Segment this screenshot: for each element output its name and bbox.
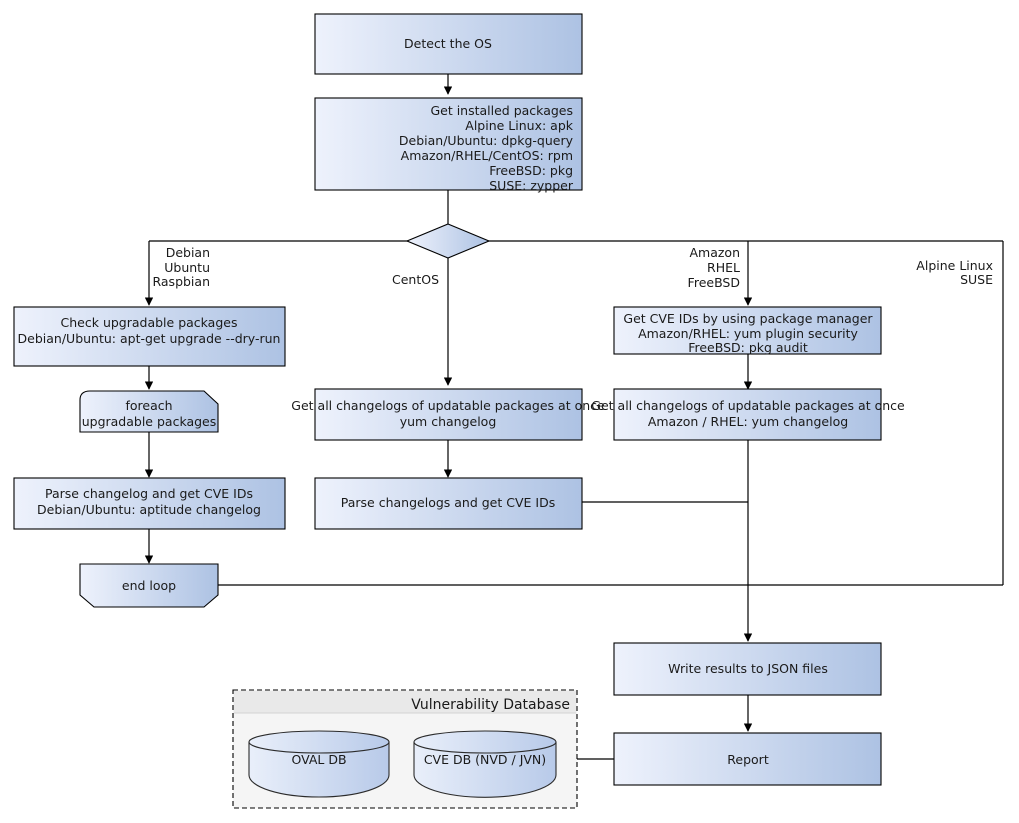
db-cve[interactable]: CVE DB (NVD / JVN): [413, 730, 557, 798]
node-report-label: Report: [727, 752, 769, 767]
node-check-upgradable-line-2: Debian/Ubuntu: apt-get upgrade --dry-run: [18, 331, 281, 346]
node-get-cve-ids-line-3: FreeBSD: pkg audit: [688, 340, 808, 355]
edge-label-debian-line-3: Raspbian: [152, 274, 210, 289]
node-check-upgradable-packages[interactable]: Check upgradable packages Debian/Ubuntu:…: [13, 306, 286, 367]
node-parse-changelogs-centos[interactable]: Parse changelogs and get CVE IDs: [314, 477, 583, 530]
node-changelogs-amazon[interactable]: Get all changelogs of updatable packages…: [591, 388, 905, 441]
edge-label-debian: Debian Ubuntu Raspbian: [152, 245, 210, 289]
group-vulnerability-database: Vulnerability Database OVAL DB CVE DB (N…: [232, 689, 578, 809]
node-get-installed-packages-line-2: Alpine Linux: apk: [465, 118, 573, 133]
node-end-loop-label: end loop: [122, 578, 176, 593]
edge-label-centos-line-1: CentOS: [392, 272, 439, 287]
group-title-band: [234, 691, 576, 713]
node-changelogs-centos-line-2: yum changelog: [400, 414, 497, 429]
node-changelogs-amazon-line-2: Amazon / RHEL: yum changelog: [648, 414, 848, 429]
node-get-installed-packages-line-4: Amazon/RHEL/CentOS: rpm: [401, 148, 573, 163]
node-get-cve-ids-line-2: Amazon/RHEL: yum plugin security: [638, 326, 858, 341]
node-foreach-line-1: foreach: [125, 398, 172, 413]
edge-label-amazon-line-2: RHEL: [707, 260, 740, 275]
db-oval-label: OVAL DB: [291, 752, 346, 767]
edge-label-debian-line-2: Ubuntu: [164, 260, 210, 275]
node-changelogs-centos-line-1: Get all changelogs of updatable packages…: [291, 398, 605, 413]
db-cve-label: CVE DB (NVD / JVN): [424, 752, 546, 767]
node-get-installed-packages-line-3: Debian/Ubuntu: dpkg-query: [399, 133, 574, 148]
db-oval[interactable]: OVAL DB: [248, 730, 390, 798]
edges: [144, 74, 1004, 760]
node-get-installed-packages-line-5: FreeBSD: pkg: [489, 163, 573, 178]
node-detect-the-os-label: Detect the OS: [404, 36, 492, 51]
node-os-decision[interactable]: [405, 223, 491, 259]
node-end-loop[interactable]: end loop: [79, 563, 219, 608]
node-get-cve-ids-line-1: Get CVE IDs by using package manager: [623, 311, 873, 326]
node-check-upgradable-line-1: Check upgradable packages: [61, 315, 238, 330]
edge-label-alpine-line-2: SUSE: [960, 272, 993, 287]
node-parse-changelog-debian[interactable]: Parse changelog and get CVE IDs Debian/U…: [13, 477, 286, 530]
node-get-installed-packages-line-1: Get installed packages: [430, 103, 573, 118]
node-changelogs-amazon-line-1: Get all changelogs of updatable packages…: [591, 398, 905, 413]
node-foreach-upgradable-packages[interactable]: foreach upgradable packages: [79, 390, 219, 433]
edge-label-alpine: Alpine Linux SUSE: [916, 258, 993, 287]
edge-label-amazon-line-3: FreeBSD: [688, 275, 740, 290]
node-get-installed-packages-line-6: SUSE: zypper: [489, 178, 574, 193]
node-parse-changelogs-centos-line-1: Parse changelogs and get CVE IDs: [341, 495, 555, 510]
edge-label-amazon-line-1: Amazon: [689, 245, 740, 260]
node-write-results[interactable]: Write results to JSON files: [613, 642, 882, 696]
node-report[interactable]: Report: [613, 732, 882, 786]
node-get-installed-packages[interactable]: Get installed packages Alpine Linux: apk…: [314, 97, 583, 193]
edge-label-amazon: Amazon RHEL FreeBSD: [688, 245, 740, 290]
edge-label-centos: CentOS: [392, 272, 439, 287]
node-get-cve-ids-package-manager[interactable]: Get CVE IDs by using package manager Ama…: [613, 306, 882, 355]
node-write-results-label: Write results to JSON files: [668, 661, 828, 676]
node-parse-changelog-debian-line-2: Debian/Ubuntu: aptitude changelog: [37, 502, 261, 517]
node-foreach-line-2: upgradable packages: [82, 414, 217, 429]
node-detect-the-os[interactable]: Detect the OS: [314, 13, 583, 75]
edge-label-debian-line-1: Debian: [166, 245, 210, 260]
group-title-label: Vulnerability Database: [411, 697, 570, 713]
edge-label-alpine-line-1: Alpine Linux: [916, 258, 993, 273]
node-changelogs-centos[interactable]: Get all changelogs of updatable packages…: [291, 388, 605, 441]
node-parse-changelog-debian-line-1: Parse changelog and get CVE IDs: [45, 486, 253, 501]
